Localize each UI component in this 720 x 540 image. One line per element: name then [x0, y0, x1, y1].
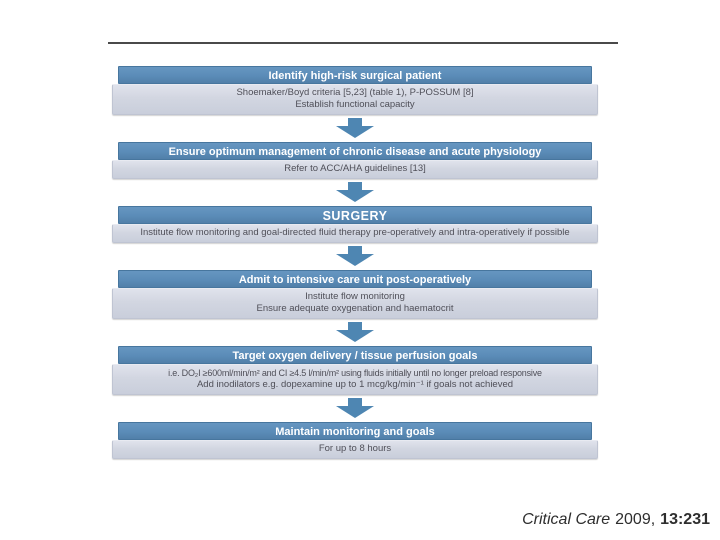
step-title: Maintain monitoring and goals — [118, 422, 592, 440]
step-details: For up to 8 hours — [112, 440, 598, 459]
step-detail-line: Add inodilators e.g. dopexamine up to 1 … — [196, 379, 514, 390]
step-title: Ensure optimum management of chronic dis… — [118, 142, 592, 160]
step-detail-line: Shoemaker/Boyd criteria [5,23] (table 1)… — [236, 87, 474, 98]
flow-step-oxygen-goals: Target oxygen delivery / tissue perfusio… — [112, 346, 598, 395]
step-detail-line: Institute flow monitoring and goal-direc… — [140, 227, 570, 238]
step-details: Institute flow monitoring and goal-direc… — [112, 224, 598, 243]
citation-volume-page: 13:231 — [660, 511, 710, 528]
step-detail-line: Establish functional capacity — [295, 99, 415, 110]
down-arrow-icon — [112, 182, 598, 202]
step-title: Target oxygen delivery / tissue perfusio… — [118, 346, 592, 364]
step-details: Shoemaker/Boyd criteria [5,23] (table 1)… — [112, 84, 598, 115]
down-arrow-icon — [112, 398, 598, 418]
flow-step-surgery: SURGERY Institute flow monitoring and go… — [112, 206, 598, 243]
top-divider-line — [108, 42, 618, 44]
down-arrow-icon — [112, 118, 598, 138]
citation-journal: Critical Care — [522, 511, 611, 528]
step-detail-line: i.e. DO₂I ≥600ml/min/m² and CI ≥4.5 l/mi… — [168, 368, 542, 378]
step-title: Admit to intensive care unit post-operat… — [118, 270, 592, 288]
flow-step-maintain-goals: Maintain monitoring and goals For up to … — [112, 422, 598, 459]
citation-year: 2009, — [615, 511, 656, 528]
step-detail-line: Refer to ACC/AHA guidelines [13] — [284, 163, 426, 174]
step-detail-line: Institute flow monitoring — [305, 291, 405, 302]
flow-step-icu-admit: Admit to intensive care unit post-operat… — [112, 270, 598, 319]
step-title: SURGERY — [118, 206, 592, 224]
step-detail-line: For up to 8 hours — [318, 443, 392, 454]
flowchart: Identify high-risk surgical patient Shoe… — [112, 66, 598, 459]
down-arrow-icon — [112, 246, 598, 266]
down-arrow-icon — [112, 322, 598, 342]
step-details: i.e. DO₂I ≥600ml/min/m² and CI ≥4.5 l/mi… — [112, 364, 598, 395]
step-title: Identify high-risk surgical patient — [118, 66, 592, 84]
step-details: Refer to ACC/AHA guidelines [13] — [112, 160, 598, 179]
step-details: Institute flow monitoring Ensure adequat… — [112, 288, 598, 319]
flow-step-identify-patient: Identify high-risk surgical patient Shoe… — [112, 66, 598, 115]
flow-step-chronic-disease: Ensure optimum management of chronic dis… — [112, 142, 598, 179]
step-detail-line: Ensure adequate oxygenation and haematoc… — [256, 303, 454, 314]
